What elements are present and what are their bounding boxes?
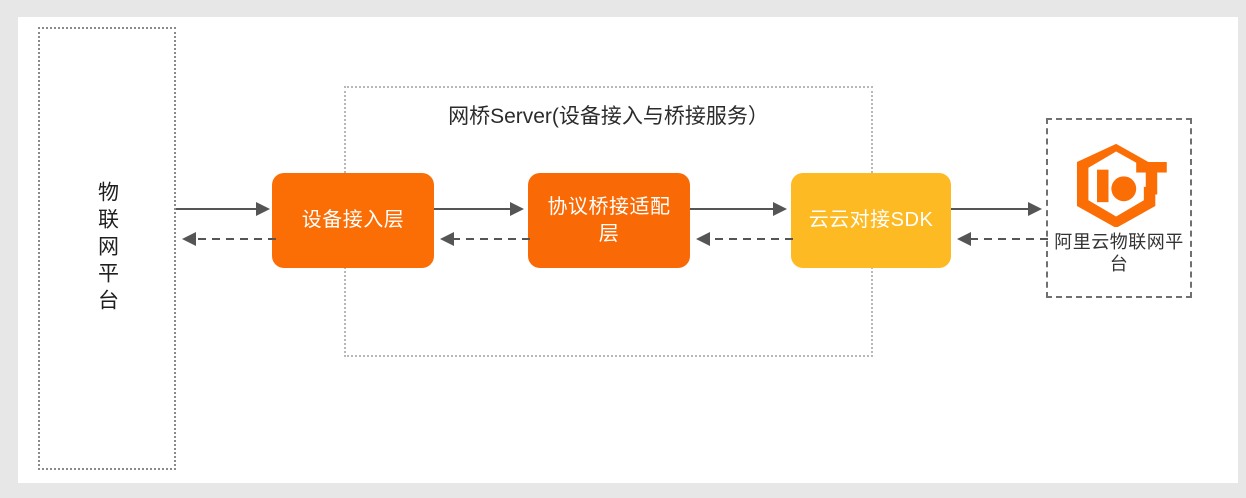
- iot-hexagon-logo-icon: [1076, 143, 1167, 227]
- connector-sdk-to-alicloud: [951, 198, 1048, 246]
- left-iot-platform-box[interactable]: 物联网平台: [38, 27, 176, 470]
- cloud-to-cloud-sdk-label: 云云对接SDK: [808, 209, 934, 231]
- protocol-bridge-adapter-layer-label: 协议桥接适配层: [547, 195, 671, 245]
- device-access-layer-label: 设备接入层: [301, 209, 405, 231]
- alicloud-iot-platform-box[interactable]: 阿里云物联网平台: [1046, 118, 1192, 298]
- device-access-layer-box[interactable]: 设备接入层: [272, 173, 434, 268]
- cloud-to-cloud-sdk-box[interactable]: 云云对接SDK: [791, 173, 951, 268]
- connector-left-platform-to-access: [176, 198, 276, 246]
- protocol-bridge-adapter-layer-box[interactable]: 协议桥接适配层: [528, 173, 690, 268]
- connector-adapter-to-sdk: [690, 198, 793, 246]
- left-iot-platform-label: 物联网平台: [95, 181, 119, 316]
- connector-access-to-adapter: [434, 198, 530, 246]
- alicloud-iot-platform-label: 阿里云物联网平台: [1054, 231, 1184, 275]
- bridge-server-title: 网桥Server(设备接入与桥接服务）: [448, 105, 769, 128]
